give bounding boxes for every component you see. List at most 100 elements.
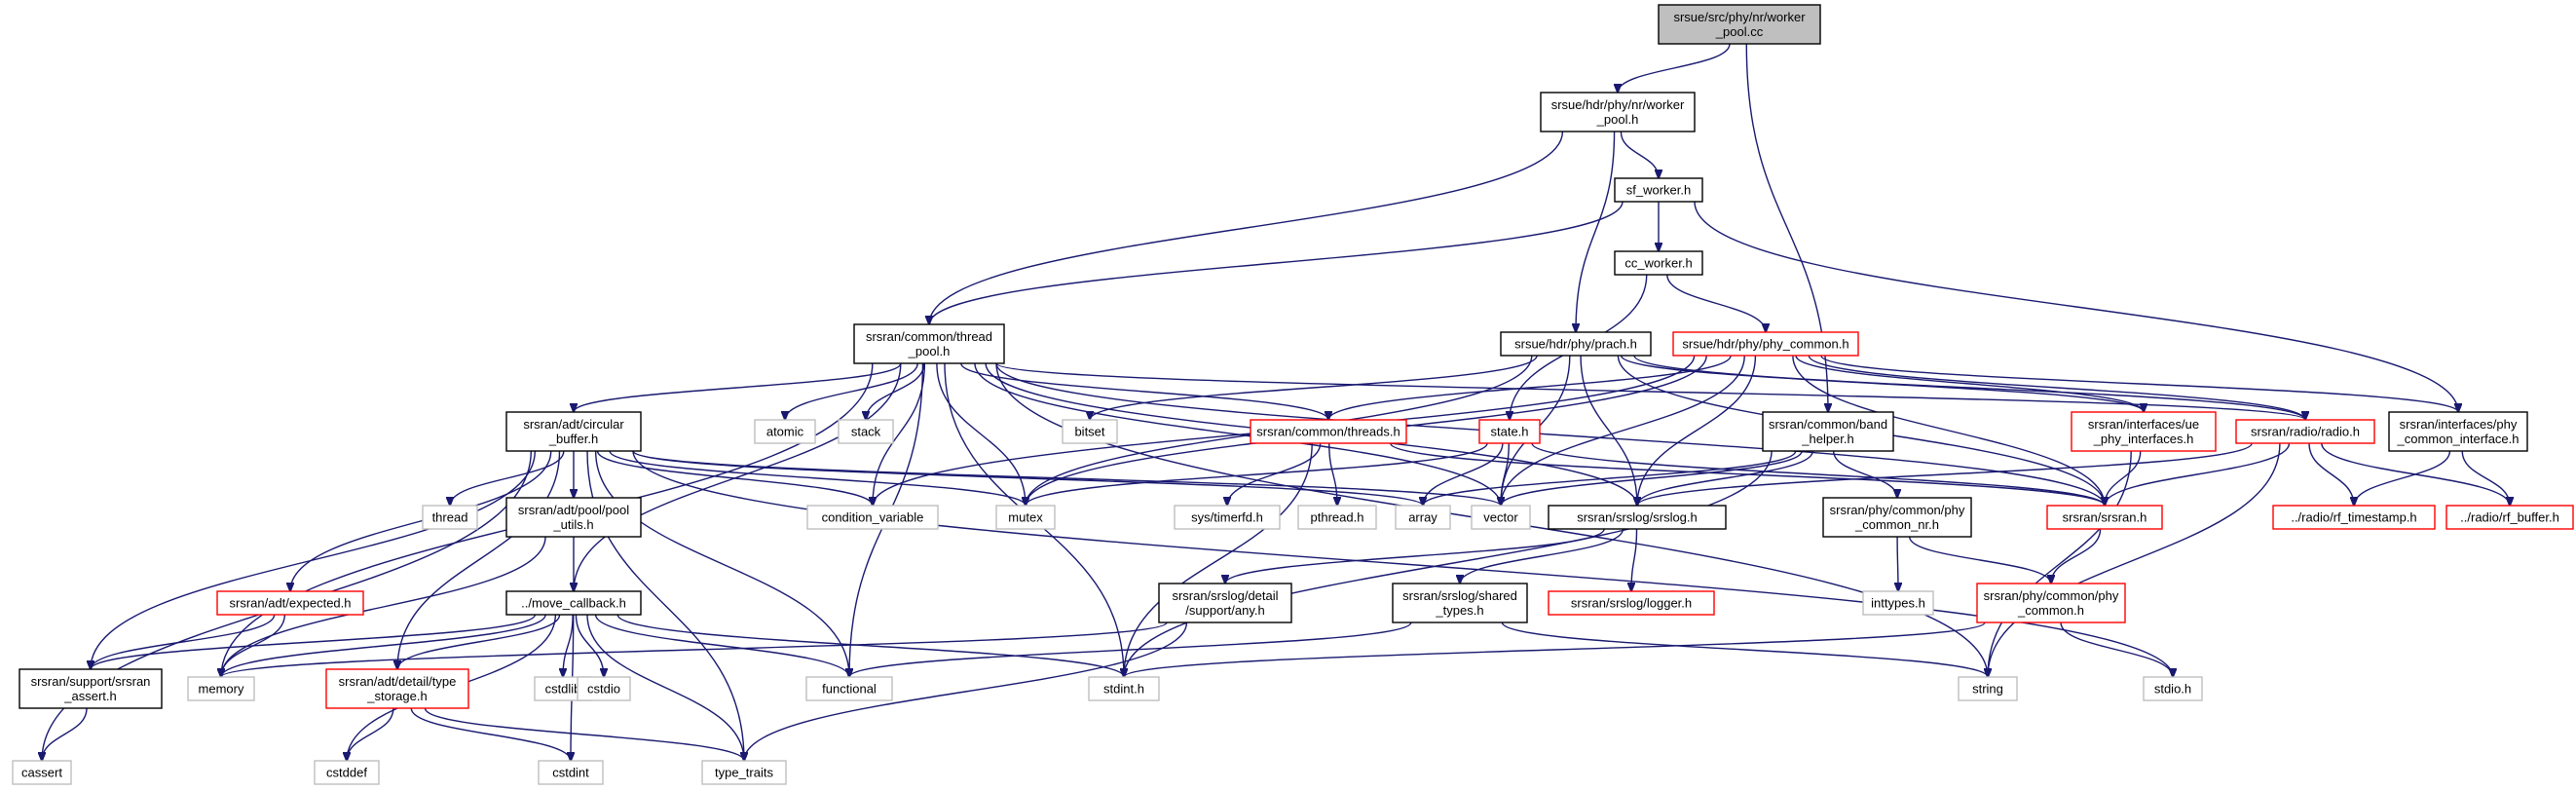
edge-thread_pool-to-circular_buffer (574, 362, 902, 412)
node-state-h[interactable]: state.h (1478, 419, 1541, 444)
node-label: _common_interface.h (2396, 432, 2519, 446)
node-string: string (1958, 676, 2018, 701)
node-band-helper[interactable]: srsran/common/band_helper.h (1762, 411, 1894, 452)
edge-line (563, 614, 574, 677)
node-label: srsran/adt/circular (523, 417, 624, 432)
edge-line (1328, 355, 1732, 420)
node-phy-common[interactable]: srsue/hdr/phy/phy_common.h (1672, 331, 1859, 357)
node-label: srsran/phy/common/phy (1830, 503, 1965, 517)
node-srsran-h[interactable]: srsran/srsran.h (2046, 505, 2163, 530)
edge-srslog-to-logger_h (1631, 528, 1638, 591)
node-label: sf_worker.h (1626, 183, 1691, 198)
node-box (853, 323, 1005, 364)
edge-thread_pool-to-radio_h (995, 362, 2305, 420)
node-rf-timestamp[interactable]: ../radio/rf_timestamp.h (2272, 505, 2436, 530)
node-logger-h[interactable]: srsran/srslog/logger.h (1548, 590, 1715, 616)
node-label: _types.h (1435, 603, 1483, 618)
edge-srsran_assert-to-cassert (42, 707, 88, 761)
node-label: pthread.h (1311, 510, 1364, 525)
node-box (754, 419, 816, 444)
node-box (2071, 411, 2217, 452)
node-label: vector (1483, 510, 1518, 525)
edge-worker_pool_h-to-sf_worker (1620, 131, 1659, 178)
edge-circular_buffer-to-type_storage (397, 450, 561, 669)
node-circular-buffer[interactable]: srsran/adt/circular_buffer.h (505, 411, 642, 452)
node-label: cstdio (587, 682, 620, 697)
node-thread-pool[interactable]: srsran/common/thread_pool.h (853, 323, 1005, 364)
edge-thread_pool-to-mutex (936, 362, 1026, 506)
node-phy-common-phy[interactable]: srsran/phy/common/phy_common.h (1976, 583, 2126, 623)
edge-state_h-to-srsran_h (1531, 442, 2105, 506)
node-any-h[interactable]: srsran/srslog/detail/support/any.h (1158, 583, 1292, 623)
node-phy-common-interface[interactable]: srsran/interfaces/phy_common_interface.h (2388, 411, 2528, 452)
node-label: stack (851, 425, 881, 439)
node-threads-h[interactable]: srsran/common/threads.h (1250, 419, 1407, 444)
node-worker-pool-h[interactable]: srsue/hdr/phy/nr/worker_pool.h (1540, 92, 1696, 132)
node-srsran-assert[interactable]: srsran/support/srsran_assert.h (19, 668, 163, 709)
edge-line (1988, 442, 2281, 677)
node-box (1062, 419, 1118, 444)
node-box (538, 760, 604, 785)
node-sf-worker[interactable]: sf_worker.h (1614, 177, 1703, 203)
node-box (1250, 419, 1407, 444)
node-box (187, 676, 255, 701)
node-box (1862, 590, 1934, 616)
node-ue-phy-interfaces[interactable]: srsran/interfaces/ue_phy_interfaces.h (2071, 411, 2217, 452)
node-type-storage[interactable]: srsran/adt/detail/type_storage.h (325, 668, 469, 709)
edge-pool_utils-to-memory (221, 536, 546, 677)
edge-line (1820, 355, 2458, 412)
edge-line (936, 362, 1026, 506)
node-label: _helper.h (1801, 432, 1854, 446)
edge-band_helper-to-phy_common_nr (1832, 450, 1897, 498)
edge-phy_common-to-srslog (1637, 355, 1757, 506)
edge-line (1637, 442, 2253, 506)
edge-line (1576, 131, 1616, 332)
node-box (12, 760, 72, 785)
node-phy-common-nr[interactable]: srsran/phy/common/phy_common_nr.h (1822, 497, 1972, 538)
node-label: srsran/srslog/srslog.h (1577, 510, 1698, 525)
edge-move_callback-to-type_traits (586, 614, 744, 761)
edge-type_storage-to-cstdint (410, 707, 571, 761)
node-srslog[interactable]: srsran/srslog/srslog.h (1548, 505, 1727, 530)
edge-type_storage-to-type_traits (424, 707, 744, 761)
edge-move_callback-to-type_storage (397, 614, 561, 669)
edge-phy_common-to-vector (1501, 355, 1745, 506)
edge-move_callback-to-srsran_assert (91, 614, 537, 669)
node-condition-variable: condition_variable (806, 505, 939, 530)
node-label: srsran/common/thread (866, 329, 992, 344)
node-label: functional (822, 682, 877, 697)
node-box (1088, 676, 1160, 701)
edge-line (1227, 442, 1322, 506)
edge-band_helper-to-stdint (1124, 450, 1773, 677)
node-box (1478, 419, 1541, 444)
node-box (1395, 505, 1451, 530)
edge-line (1908, 536, 2051, 584)
edge-srsran_h-to-phy_common_phy (2051, 528, 2102, 584)
edge-layer (42, 43, 2510, 761)
node-stack: stack (838, 419, 894, 444)
node-expected[interactable]: srsran/adt/expected.h (216, 590, 364, 616)
node-label: srsran/common/band (1769, 417, 1887, 432)
node-box (314, 760, 380, 785)
edge-line (616, 614, 1124, 677)
node-rf-buffer[interactable]: ../radio/rf_buffer.h (2445, 505, 2574, 530)
node-label: sys/timerfd.h (1191, 510, 1263, 525)
node-cc-worker[interactable]: cc_worker.h (1614, 250, 1703, 276)
edge-phy_common_interface-to-rf_buffer (2461, 450, 2510, 506)
node-radio-h[interactable]: srsran/radio/radio.h (2235, 419, 2375, 444)
node-root[interactable]: srsue/src/phy/nr/worker_pool.cc (1658, 4, 1821, 45)
node-pthread: pthread.h (1297, 505, 1377, 530)
node-label: srsran/support/srsran (31, 674, 151, 689)
node-prach[interactable]: srsue/hdr/phy/prach.h (1500, 331, 1652, 357)
edge-state_h-to-array (1423, 442, 1504, 506)
node-label: ../radio/rf_buffer.h (2460, 510, 2559, 525)
edge-line (849, 622, 1412, 677)
node-label: srsran/phy/common/phy (1984, 588, 2119, 603)
edge-line (960, 362, 1328, 420)
node-pool-utils[interactable]: srsran/adt/pool/pool_utils.h (505, 497, 642, 538)
edge-root-to-band_helper (1745, 43, 1828, 412)
node-move-callback[interactable]: ../move_callback.h (505, 590, 642, 616)
node-label: srsran/srslog/detail (1172, 588, 1278, 603)
node-shared-types[interactable]: srsran/srslog/shared_types.h (1392, 583, 1528, 623)
edge-line (347, 707, 394, 761)
